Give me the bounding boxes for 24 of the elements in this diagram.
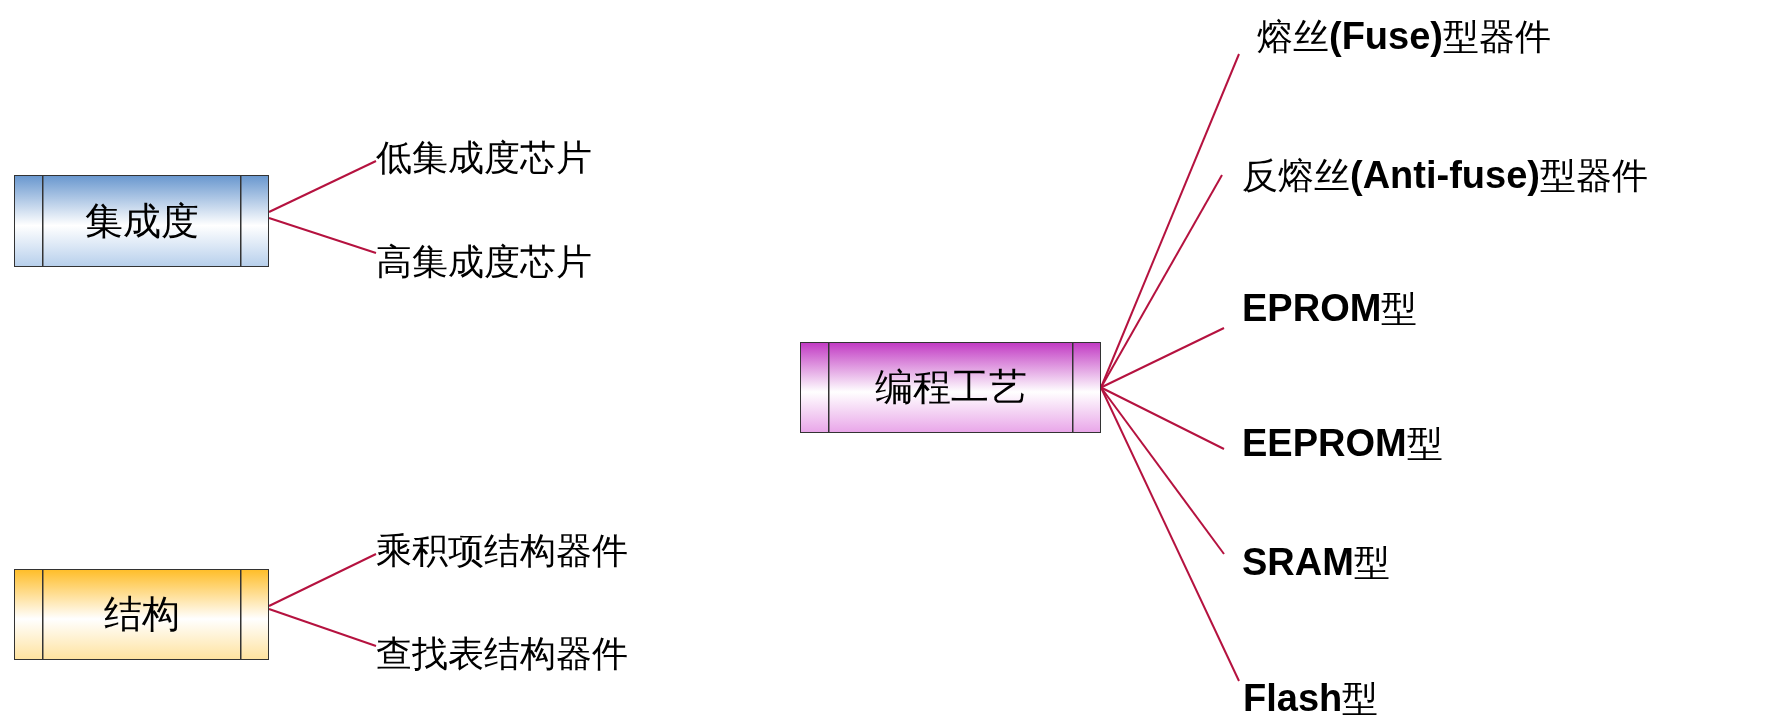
connector-line — [268, 217, 377, 254]
connector-line — [1100, 386, 1225, 450]
branch-label: 低集成度芯片 — [376, 135, 592, 181]
category-box — [800, 342, 1101, 433]
box-label: 结构 — [103, 591, 180, 638]
branch-label: EPROM型 — [1224, 285, 1418, 331]
connector-line — [1100, 386, 1225, 555]
category-box — [14, 175, 269, 267]
connector-line — [1100, 174, 1223, 389]
connector-line — [268, 160, 377, 213]
connector-line — [1100, 327, 1225, 389]
category-box — [14, 569, 269, 660]
branch-label: 查找表结构器件 — [376, 631, 628, 677]
branch-label: Flash型 — [1239, 675, 1379, 721]
box-label: 集成度 — [84, 197, 199, 245]
branch-label: 反熔丝(Anti-fuse)型器件 — [1222, 152, 1648, 198]
branch-label: 熔丝(Fuse)型器件 — [1239, 13, 1551, 59]
connector-line — [268, 553, 377, 607]
branch-label: 乘积项结构器件 — [376, 528, 628, 574]
branch-label: EEPROM型 — [1224, 420, 1443, 466]
connector-line — [268, 608, 377, 647]
branch-label: 高集成度芯片 — [376, 239, 592, 285]
box-label: 编程工艺 — [874, 364, 1027, 411]
branch-label: SRAM型 — [1224, 539, 1390, 585]
